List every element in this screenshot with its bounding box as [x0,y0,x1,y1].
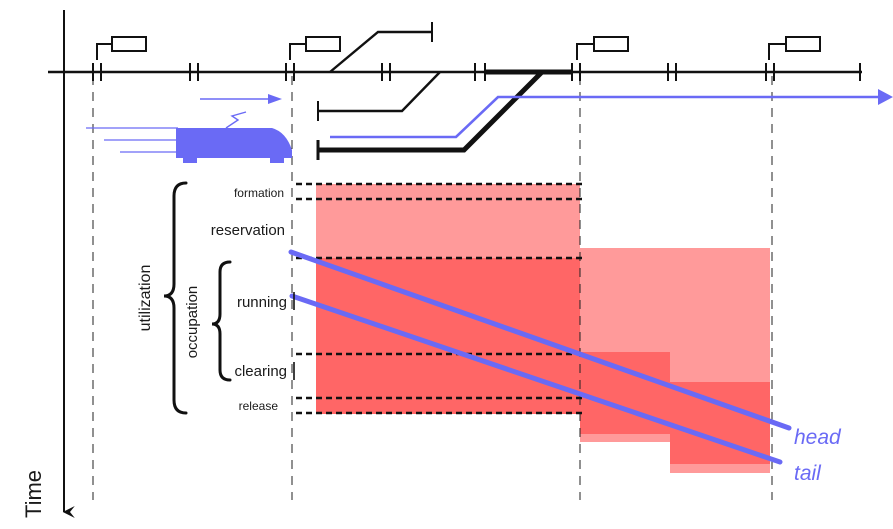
block-3-light [670,248,770,382]
arrow-right-icon [878,89,893,105]
block-2-release [580,434,670,442]
signal-icon [96,36,147,60]
block-1-dark [316,258,580,414]
arrow-right-icon [268,94,282,104]
turnouts [316,22,544,160]
train-icon [86,111,292,163]
signal-icon [289,36,341,60]
train-route [200,89,893,139]
train-bogie [270,158,284,163]
tail-label: tail [794,462,822,485]
train-trajectories [288,249,792,465]
running-label: running [237,294,287,311]
signal-icon [768,36,821,60]
upper-siding [329,30,432,73]
head-label: head [794,426,842,449]
time-axis: Time [21,10,75,518]
block-1-light [316,184,580,258]
train-body [176,128,292,158]
time-axis-label: Time [21,470,46,518]
block-2-light [580,248,670,352]
reservation-label: reservation [211,222,285,239]
utilization-label: utilization [137,265,154,332]
pantograph [225,111,247,129]
formation-label: formation [234,186,284,200]
block-3-release [670,464,770,473]
phase-lines [296,182,582,415]
occupation-brace [211,260,232,382]
signal-icon [576,36,629,60]
occupation-label: occupation [184,286,201,359]
signals [96,36,821,60]
labels: formation reservation running clearing r… [137,186,842,485]
route-line [330,95,884,139]
block-boundaries [92,76,773,500]
clearing-label: clearing [234,363,287,380]
head-trajectory [288,249,792,431]
braces [163,181,295,415]
middle-siding [318,71,441,113]
utilization-brace [163,181,188,415]
tail-trajectory [289,293,783,465]
main-track [48,63,862,81]
train-bogie [183,158,197,163]
release-label: release [239,399,279,413]
